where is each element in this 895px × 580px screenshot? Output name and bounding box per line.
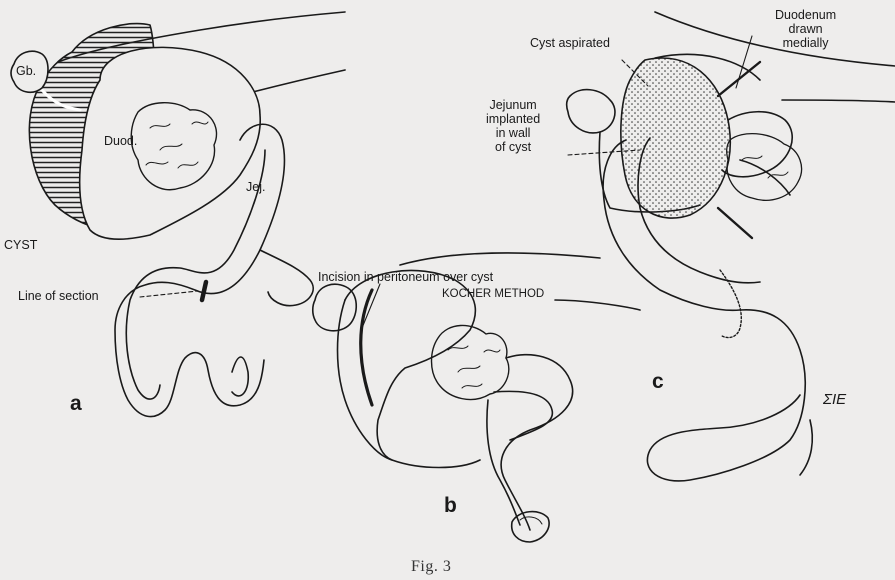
gallbladder-b bbox=[313, 284, 357, 331]
artist-signature: ΣΙΕ bbox=[823, 392, 846, 409]
label-line-of-section: Line of section bbox=[18, 289, 99, 303]
jejunum-line-2: implanted bbox=[486, 112, 540, 126]
panel-letter-a: a bbox=[70, 392, 82, 416]
jejunum-line-4: of cyst bbox=[486, 140, 540, 154]
duodenum-line-2: drawn bbox=[775, 22, 836, 36]
label-duodenum-drawn-medially: Duodenum drawn medially bbox=[775, 8, 836, 50]
label-jejunum: Jej. bbox=[246, 180, 265, 194]
label-jejunum-implanted: Jejunum implanted in wall of cyst bbox=[486, 98, 540, 154]
pancreas-c bbox=[727, 134, 802, 201]
line-of-section-pointer bbox=[140, 291, 198, 297]
aspirated-cyst-c bbox=[621, 58, 730, 218]
liver-outline-b bbox=[400, 253, 600, 265]
panel-a-drawing bbox=[11, 12, 345, 417]
gallbladder-c bbox=[567, 90, 615, 133]
duodenum-line-1: Duodenum bbox=[775, 8, 836, 22]
figure-caption: Fig. 3 bbox=[411, 558, 451, 576]
panel-letter-b: b bbox=[444, 494, 457, 518]
panel-letter-c: c bbox=[652, 370, 664, 394]
label-kocher-method: KOCHER METHOD bbox=[442, 288, 544, 301]
pancreas-b bbox=[432, 325, 509, 399]
jejunum-line-3: in wall bbox=[486, 126, 540, 140]
duodenum-line-3: medially bbox=[775, 36, 836, 50]
label-cyst: CYST bbox=[4, 238, 37, 252]
panel-c-drawing bbox=[567, 12, 895, 481]
label-incision: Incision in peritoneum over cyst bbox=[318, 270, 493, 284]
bowel-end-b bbox=[512, 512, 549, 542]
jejunum-line-1: Jejunum bbox=[486, 98, 540, 112]
label-cyst-aspirated: Cyst aspirated bbox=[530, 36, 610, 50]
label-gallbladder: Gb. bbox=[16, 64, 36, 78]
label-duodenum: Duod. bbox=[104, 134, 137, 148]
